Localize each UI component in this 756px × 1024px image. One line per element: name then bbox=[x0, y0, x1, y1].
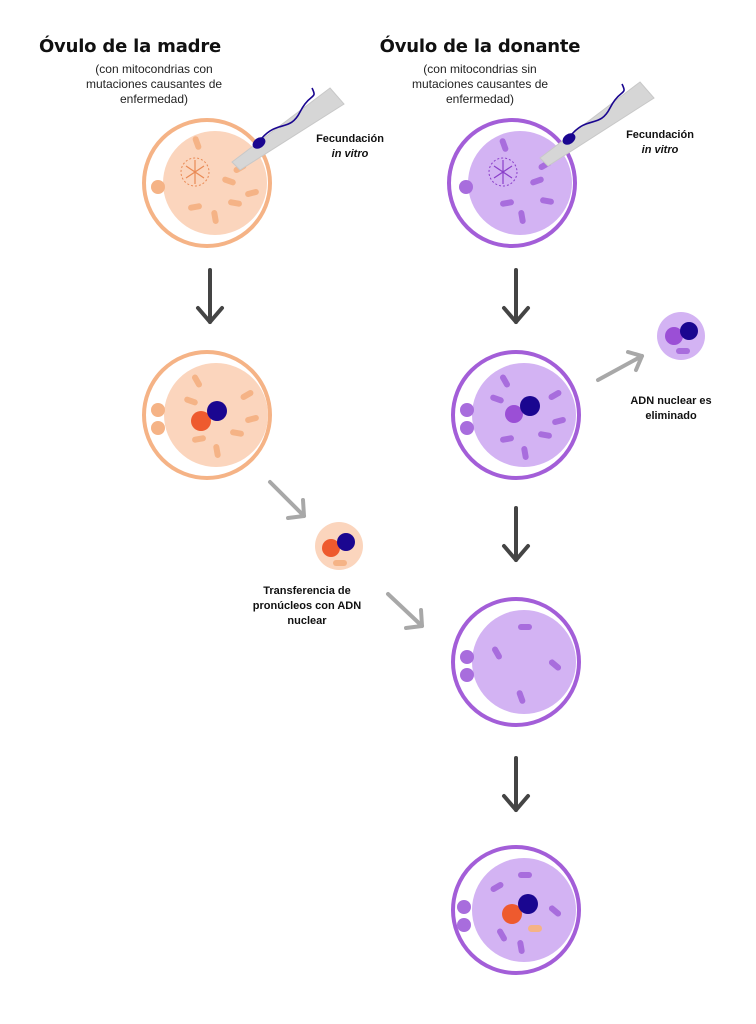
label-line: ADN nuclear es bbox=[630, 395, 712, 407]
removed-pronuclei bbox=[657, 312, 705, 360]
transferred-pronuclei bbox=[315, 522, 363, 570]
donor-mitochondria bbox=[499, 138, 554, 224]
mother-polar-body bbox=[151, 180, 165, 194]
paternal-pronucleus bbox=[680, 322, 698, 340]
mother-mitochondria bbox=[184, 374, 259, 458]
maternal-pronucleus bbox=[191, 411, 211, 431]
donor-polar-body bbox=[460, 650, 474, 664]
label-line: eliminado bbox=[645, 410, 697, 422]
mother-egg-fertilization bbox=[142, 87, 345, 248]
mother-fecundation-label: Fecundación in vitro bbox=[290, 132, 410, 162]
maternal-pronucleus bbox=[502, 904, 522, 924]
pipette-icon bbox=[539, 81, 655, 167]
down-arrow-icon bbox=[502, 268, 530, 324]
mother-polar-body bbox=[151, 421, 165, 435]
donor-polar-body bbox=[460, 668, 474, 682]
sperm-head-icon bbox=[252, 137, 266, 149]
mother-polar-body bbox=[151, 403, 165, 417]
subtitle-line: (con mitocondrias sin bbox=[423, 62, 537, 76]
donor-subtitle: (con mitocondrias sin mutaciones causant… bbox=[370, 62, 590, 107]
down-arrow-icon bbox=[196, 268, 224, 324]
donor-pronucleus bbox=[505, 405, 523, 423]
sperm-tail bbox=[261, 87, 315, 139]
subtitle-line: enfermedad) bbox=[119, 92, 189, 106]
donor-egg-cytoplasm bbox=[472, 363, 576, 467]
mother-chromosomes-icon bbox=[180, 157, 210, 187]
donor-egg-fertilization bbox=[447, 81, 655, 248]
donor-enucleated-egg bbox=[451, 597, 581, 727]
maternal-pronucleus bbox=[322, 539, 340, 557]
sperm-head-icon bbox=[562, 133, 576, 145]
donor-polar-body bbox=[459, 180, 473, 194]
sperm-tail bbox=[571, 83, 625, 135]
down-arrow-icon bbox=[502, 506, 530, 562]
diagonal-arrow-icon bbox=[386, 592, 424, 630]
mother-mitochondria bbox=[188, 136, 259, 224]
donor-polar-body bbox=[457, 900, 471, 914]
mother-mitochondrion bbox=[528, 925, 542, 932]
diagonal-arrow-icon bbox=[268, 480, 306, 520]
label-line: Fecundación bbox=[626, 129, 694, 141]
pronuclear-transfer-label: Transferencia de pronúcleos con ADN nucl… bbox=[232, 584, 382, 629]
subtitle-line: (con mitocondrias con bbox=[95, 62, 213, 76]
subtitle-line: mutaciones causantes de bbox=[411, 77, 549, 91]
donor-egg-cytoplasm bbox=[472, 610, 576, 714]
label-line: in vitro bbox=[641, 144, 679, 156]
label-line: Fecundación bbox=[316, 133, 384, 145]
label-line: nuclear bbox=[287, 615, 327, 627]
donor-title: Óvulo de la donante bbox=[379, 36, 581, 57]
donor-mitochondria bbox=[490, 374, 566, 460]
label-line: pronúcleos con ADN bbox=[252, 600, 362, 612]
donor-polar-body bbox=[457, 918, 471, 932]
donor-mitochondria bbox=[490, 872, 562, 954]
label-line: Transferencia de bbox=[263, 585, 351, 597]
label-line: in vitro bbox=[331, 148, 369, 160]
mother-subtitle: (con mitocondrias con mutaciones causant… bbox=[44, 62, 264, 107]
mother-title: Óvulo de la madre bbox=[38, 36, 222, 57]
donor-chromosomes-icon bbox=[488, 157, 518, 187]
diagonal-arrow-icon bbox=[596, 350, 644, 382]
subtitle-line: mutaciones causantes de bbox=[85, 77, 223, 91]
donor-zygote bbox=[451, 350, 581, 480]
reconstructed-embryo bbox=[451, 845, 581, 975]
paternal-pronucleus bbox=[518, 894, 538, 914]
down-arrow-icon bbox=[502, 756, 530, 812]
paternal-pronucleus bbox=[520, 396, 540, 416]
paternal-pronucleus bbox=[207, 401, 227, 421]
nuclear-dna-removed-label: ADN nuclear es eliminado bbox=[596, 394, 746, 424]
donor-mitochondria bbox=[492, 624, 562, 704]
paternal-pronucleus bbox=[337, 533, 355, 551]
pipette-icon bbox=[231, 87, 345, 171]
donor-polar-body bbox=[460, 403, 474, 417]
donor-pronucleus bbox=[665, 327, 683, 345]
donor-fecundation-label: Fecundación in vitro bbox=[600, 128, 720, 158]
subtitle-line: enfermedad) bbox=[445, 92, 515, 106]
mother-zygote bbox=[142, 350, 272, 480]
donor-polar-body bbox=[460, 421, 474, 435]
